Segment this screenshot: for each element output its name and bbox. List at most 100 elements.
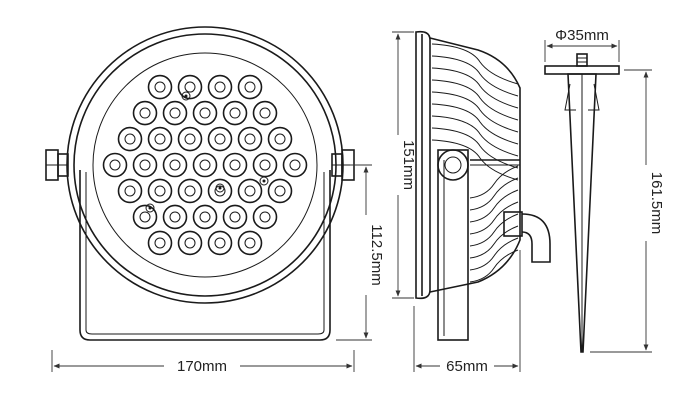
spike-body (567, 73, 597, 353)
led-lens (207, 74, 233, 100)
led-emitter (214, 81, 226, 93)
led-emitter (274, 185, 286, 197)
led-emitter (154, 81, 166, 93)
led-emitter (199, 211, 211, 223)
led-lens (252, 100, 278, 126)
heat-fin (431, 115, 519, 157)
led-emitter (169, 211, 181, 223)
heat-fin (431, 67, 519, 109)
heat-fin (469, 237, 519, 271)
led-array (102, 74, 308, 256)
led-emitter (214, 133, 226, 145)
led-lens (132, 204, 158, 230)
led-emitter (199, 159, 211, 171)
led-emitter (229, 159, 241, 171)
heat-fin (431, 127, 519, 169)
led-emitter (184, 237, 196, 249)
led-lens (147, 74, 173, 100)
led-emitter (259, 107, 271, 119)
led-lens (102, 152, 128, 178)
led-lens (162, 204, 188, 230)
led-lens (177, 230, 203, 256)
side-rear-cap (503, 211, 523, 237)
heat-fin (431, 43, 519, 85)
heat-fin (431, 79, 519, 121)
led-lens (267, 126, 293, 152)
side-pivot-knob-icon (437, 149, 469, 181)
led-lens (147, 178, 173, 204)
led-emitter (109, 159, 121, 171)
led-lens (192, 100, 218, 126)
front-lens-rim (92, 52, 318, 278)
led-lens (177, 74, 203, 100)
led-lens (237, 74, 263, 100)
front-bracket (79, 170, 331, 341)
led-emitter (274, 133, 286, 145)
side-view: 151mm 65mm (388, 30, 551, 375)
led-lens (207, 126, 233, 152)
heat-fin (469, 249, 519, 283)
led-lens (147, 230, 173, 256)
led-emitter (184, 185, 196, 197)
heat-fin (431, 91, 519, 133)
led-lens (132, 152, 158, 178)
heat-fin (469, 177, 519, 211)
side-face-plate (415, 30, 431, 300)
led-emitter (289, 159, 301, 171)
spike-view: Φ35mm 161.5mm (544, 27, 665, 353)
led-emitter (154, 237, 166, 249)
led-emitter (139, 159, 151, 171)
led-lens (282, 152, 308, 178)
led-lens (192, 152, 218, 178)
led-lens (177, 178, 203, 204)
heat-fin (469, 213, 519, 247)
led-lens (252, 204, 278, 230)
side-housing-body (429, 37, 521, 293)
led-emitter (184, 81, 196, 93)
side-cable-gland (521, 213, 551, 263)
led-lens (207, 230, 233, 256)
heat-fin (469, 189, 519, 223)
led-emitter (244, 133, 256, 145)
front-housing-ring (73, 33, 337, 297)
led-emitter (124, 185, 136, 197)
led-lens (237, 230, 263, 256)
led-lens (177, 126, 203, 152)
led-emitter (214, 237, 226, 249)
led-emitter (244, 81, 256, 93)
front-height-label: 112.5mm (368, 224, 385, 285)
lens-screws (145, 91, 269, 213)
front-bracket-inner (85, 172, 325, 335)
heat-fin (469, 165, 519, 199)
spike-stud (576, 53, 588, 67)
front-housing-outer (66, 26, 344, 304)
led-emitter (229, 211, 241, 223)
spike-diameter-label: Φ35mm (555, 27, 609, 44)
led-emitter (154, 185, 166, 197)
led-emitter (259, 159, 271, 171)
heat-fin (469, 225, 519, 259)
led-emitter (154, 133, 166, 145)
side-height-label: 151mm (400, 140, 417, 190)
led-lens (162, 100, 188, 126)
led-emitter (259, 211, 271, 223)
led-lens (237, 178, 263, 204)
spike-top-plate (544, 65, 620, 75)
led-lens (222, 204, 248, 230)
led-lens (192, 204, 218, 230)
led-emitter (244, 237, 256, 249)
led-emitter (124, 133, 136, 145)
led-lens (207, 178, 233, 204)
led-lens (252, 152, 278, 178)
spike-length-label: 161.5mm (648, 172, 665, 235)
led-lens (267, 178, 293, 204)
led-lens (117, 178, 143, 204)
led-emitter (139, 107, 151, 119)
led-emitter (169, 159, 181, 171)
led-lens (132, 100, 158, 126)
heat-fin (469, 201, 519, 235)
led-lens (117, 126, 143, 152)
heat-fin (431, 103, 519, 145)
led-lens (147, 126, 173, 152)
